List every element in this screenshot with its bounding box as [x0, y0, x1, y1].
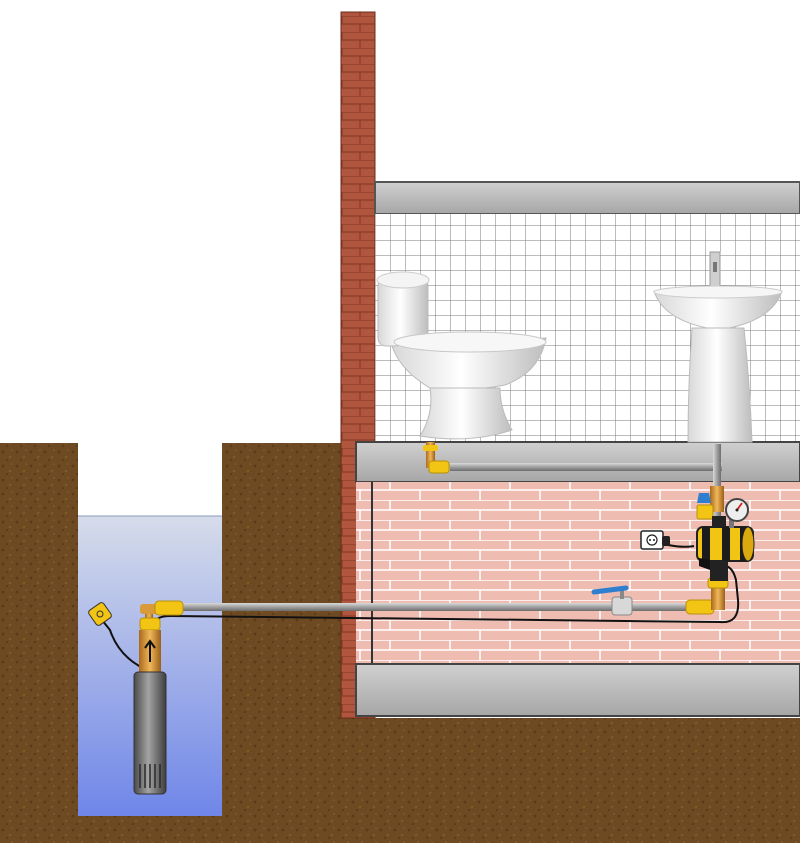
washbasin-icon [653, 251, 783, 443]
submersible-pump-icon [133, 600, 184, 795]
gauge-icon [725, 498, 749, 528]
house-interior [355, 181, 800, 717]
float-switch-icon [88, 602, 112, 626]
outlet-icon [640, 530, 670, 550]
ground [0, 443, 800, 843]
valve-icon [591, 585, 633, 616]
toilet-icon [376, 271, 547, 440]
toilet-inlet-fitting [423, 442, 450, 474]
pressure-controller-icon [696, 486, 755, 581]
pipe-icon [180, 603, 690, 611]
